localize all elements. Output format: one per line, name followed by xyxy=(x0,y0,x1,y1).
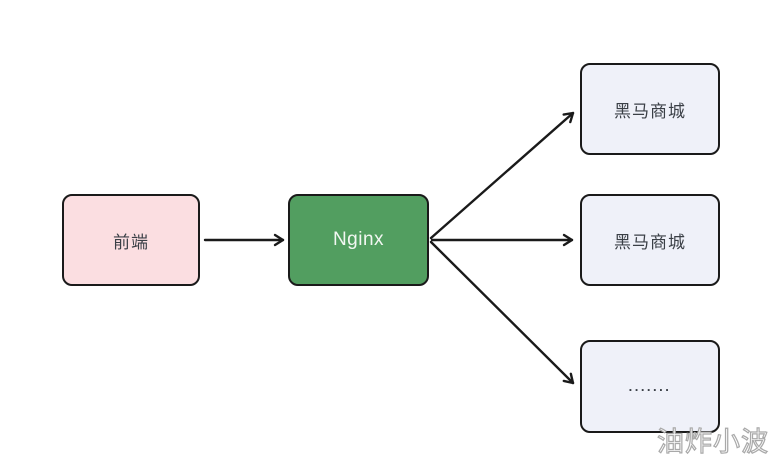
node-service-2-label: 黑马商城 xyxy=(614,232,686,252)
node-service-2: 黑马商城 xyxy=(580,194,720,286)
node-service-1-label: 黑马商城 xyxy=(614,101,686,121)
node-service-1: 黑马商城 xyxy=(580,63,720,155)
arrow-nginx-to-service-more xyxy=(429,240,575,385)
node-service-more: ....... xyxy=(580,340,720,433)
node-service-more-label: ....... xyxy=(628,379,672,394)
node-nginx-label: Nginx xyxy=(332,229,385,250)
node-nginx: Nginx xyxy=(288,194,429,286)
node-frontend: 前端 xyxy=(62,194,200,286)
watermark: 油炸小波 xyxy=(656,426,769,457)
node-frontend-label: 前端 xyxy=(113,232,149,252)
arrow-nginx-to-service-1 xyxy=(429,111,575,240)
